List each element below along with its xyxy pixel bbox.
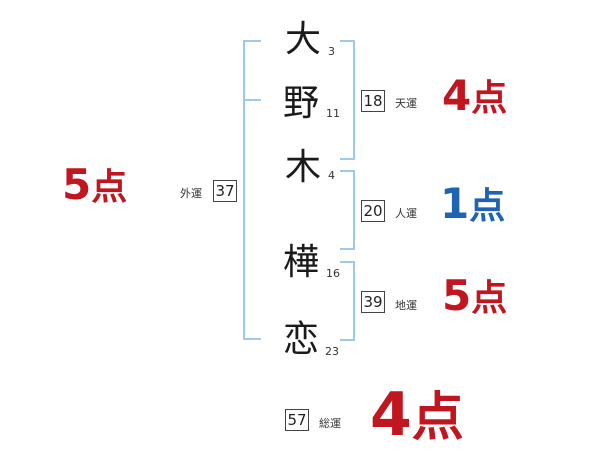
tenun-bracket-top [340,40,355,42]
jinun-score: 1点 [440,183,505,225]
chiun-bracket-bottom [340,339,355,341]
stroke-count-3: 4 [328,169,335,182]
name-char-1: 大 [285,19,322,60]
outer-bracket-bottom [243,338,261,340]
souun-label: 総運 [319,417,341,430]
souun-score-number: 4 [370,380,412,450]
jinun-score-unit: 点 [469,186,506,227]
stroke-count-1: 3 [328,45,335,58]
tenun-value-box: 18 [361,90,385,112]
gaiun-score-number: 5 [62,160,92,209]
gaiun-value-box: 37 [213,180,237,202]
chiun-score-unit: 点 [471,278,508,319]
jinun-bracket-bottom [340,248,355,250]
outer-bracket-vertical [243,40,245,340]
tenun-score-number: 4 [442,71,472,120]
tenun-score-unit: 点 [471,78,508,119]
name-char-2: 野 [283,83,320,124]
stroke-count-4: 16 [326,267,340,280]
name-char-5: 恋 [283,319,320,360]
chiun-value-box: 39 [361,291,385,313]
souun-value-box: 57 [285,409,309,431]
jinun-value-box: 20 [361,200,385,222]
jinun-score-number: 1 [440,179,470,228]
gaiun-score-unit: 点 [91,167,128,208]
outer-bracket-mid [243,99,261,101]
jinun-bracket-top [340,170,355,172]
jinun-label: 人運 [395,207,417,220]
chiun-bracket-vertical [353,261,355,341]
chiun-label: 地運 [395,299,417,312]
jinun-bracket-vertical [353,170,355,250]
tenun-bracket-vertical [353,40,355,160]
tenun-label: 天運 [395,97,417,110]
stroke-count-2: 11 [326,107,340,120]
outer-bracket-top [243,40,261,42]
tenun-bracket-bottom [340,158,355,160]
stroke-count-5: 23 [325,345,339,358]
chiun-bracket-top [340,261,355,263]
chiun-score-number: 5 [442,271,472,320]
tenun-score: 4点 [442,75,507,117]
souun-score-unit: 点 [411,388,464,448]
gaiun-label: 外運 [180,187,202,200]
chiun-score: 5点 [442,275,507,317]
name-char-3: 木 [285,147,322,188]
gaiun-score: 5点 [62,164,127,206]
name-char-4: 樺 [283,242,320,283]
souun-score: 4点 [370,385,464,445]
